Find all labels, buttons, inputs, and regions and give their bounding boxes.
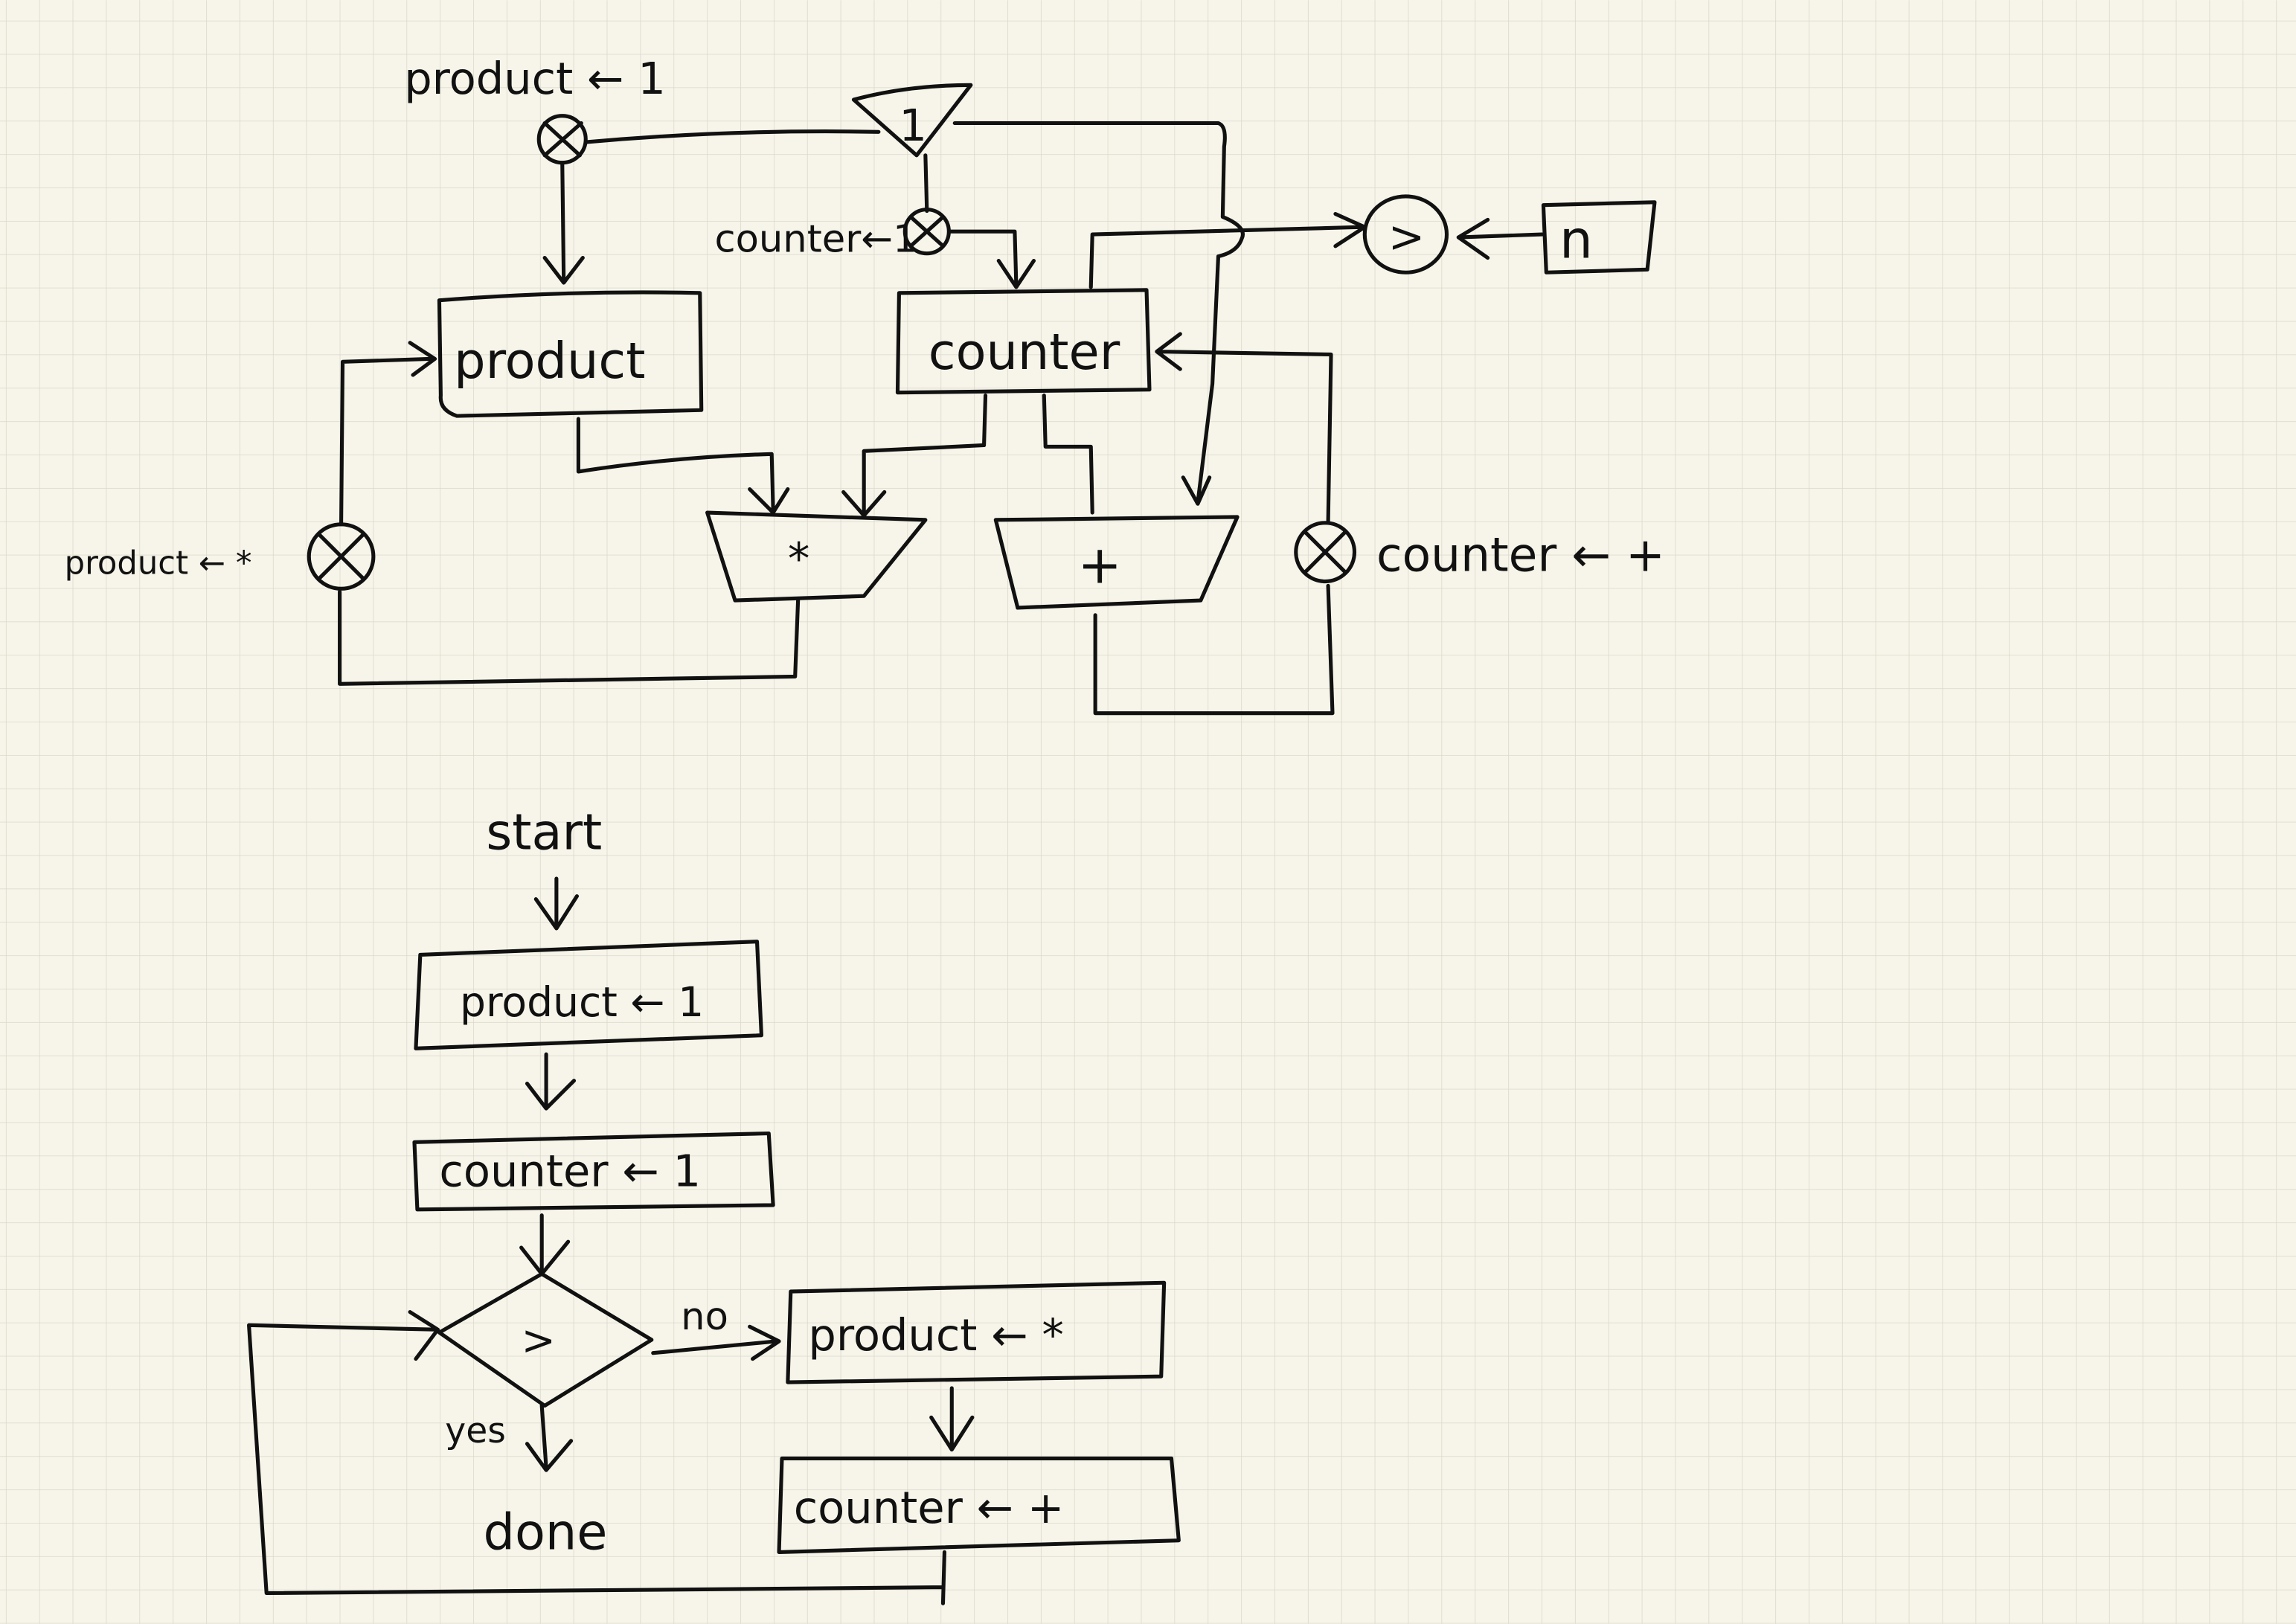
arrow-yes	[525, 1404, 574, 1472]
step-product-update: product ← *	[786, 1280, 1167, 1384]
decision-compare: >	[437, 1271, 654, 1408]
wire-adder-to-counter-switch	[1093, 583, 1335, 716]
wire-const-to-product-switch	[583, 129, 881, 144]
arrow-start	[533, 876, 579, 931]
arrow-no	[651, 1324, 781, 1361]
multiply-op-label: *	[788, 533, 810, 585]
counter-update-label: counter ← +	[1376, 528, 1665, 582]
step-counter-init-label: counter ← 1	[439, 1145, 701, 1196]
n-input-label: n	[1559, 209, 1593, 271]
arrow-1	[525, 1052, 577, 1111]
multiplier-unit: *	[705, 510, 928, 603]
constant-one-triangle: 1	[851, 83, 973, 158]
start-label: start	[486, 803, 602, 861]
wire-counter-to-adder	[1042, 394, 1094, 515]
yes-label: yes	[445, 1410, 506, 1451]
datapath-diagram: product ← 1 1 counter←1 product counter	[65, 53, 1665, 716]
wire-counter-switch-to-register	[948, 229, 1036, 289]
step-product-init-label: product ← 1	[460, 978, 704, 1026]
wire-product-switch-to-register	[339, 341, 437, 527]
wire-product-switch-to-register	[542, 161, 585, 285]
wire-counter-switch-to-register	[1155, 332, 1333, 525]
decision-label: >	[522, 1317, 556, 1364]
product-register-label: product	[454, 332, 645, 390]
product-init-label: product ← 1	[404, 53, 666, 104]
n-input-box: n	[1541, 200, 1657, 275]
step-counter-update: counter ← +	[777, 1456, 1181, 1554]
no-label: no	[681, 1295, 728, 1339]
wire-product-to-multiplier	[576, 417, 790, 515]
wire-counter-to-multiplier	[841, 394, 988, 518]
wire-const-to-counter-switch	[923, 153, 929, 214]
step-product-update-label: product ← *	[808, 1309, 1064, 1361]
arrow-3	[929, 1386, 975, 1452]
step-product-init: product ← 1	[414, 940, 763, 1050]
step-counter-init: counter ← 1	[412, 1131, 775, 1212]
flowchart: start product ← 1 counter ← 1 > no produ…	[247, 803, 1181, 1605]
counter-register: counter	[895, 288, 1152, 395]
done-label: done	[483, 1503, 607, 1561]
step-counter-update-label: counter ← +	[794, 1482, 1065, 1533]
wire-multiplier-to-product-switch	[338, 589, 801, 686]
adder-unit: +	[993, 515, 1240, 610]
arrow-loop-back	[247, 1310, 946, 1605]
constant-one-label: 1	[899, 100, 927, 151]
wire-const-right-bus	[952, 121, 1245, 506]
product-update-switch	[307, 522, 376, 591]
counter-update-switch	[1294, 521, 1357, 584]
compare-op-label: >	[1388, 211, 1425, 263]
wire-n-to-compare	[1456, 217, 1544, 260]
product-register: product	[437, 290, 704, 418]
product-update-label: product ← *	[65, 545, 252, 582]
counter-register-label: counter	[929, 323, 1120, 381]
add-op-label: +	[1078, 533, 1122, 595]
compare-unit: >	[1362, 194, 1449, 275]
counter-init-label: counter←1	[714, 218, 917, 262]
